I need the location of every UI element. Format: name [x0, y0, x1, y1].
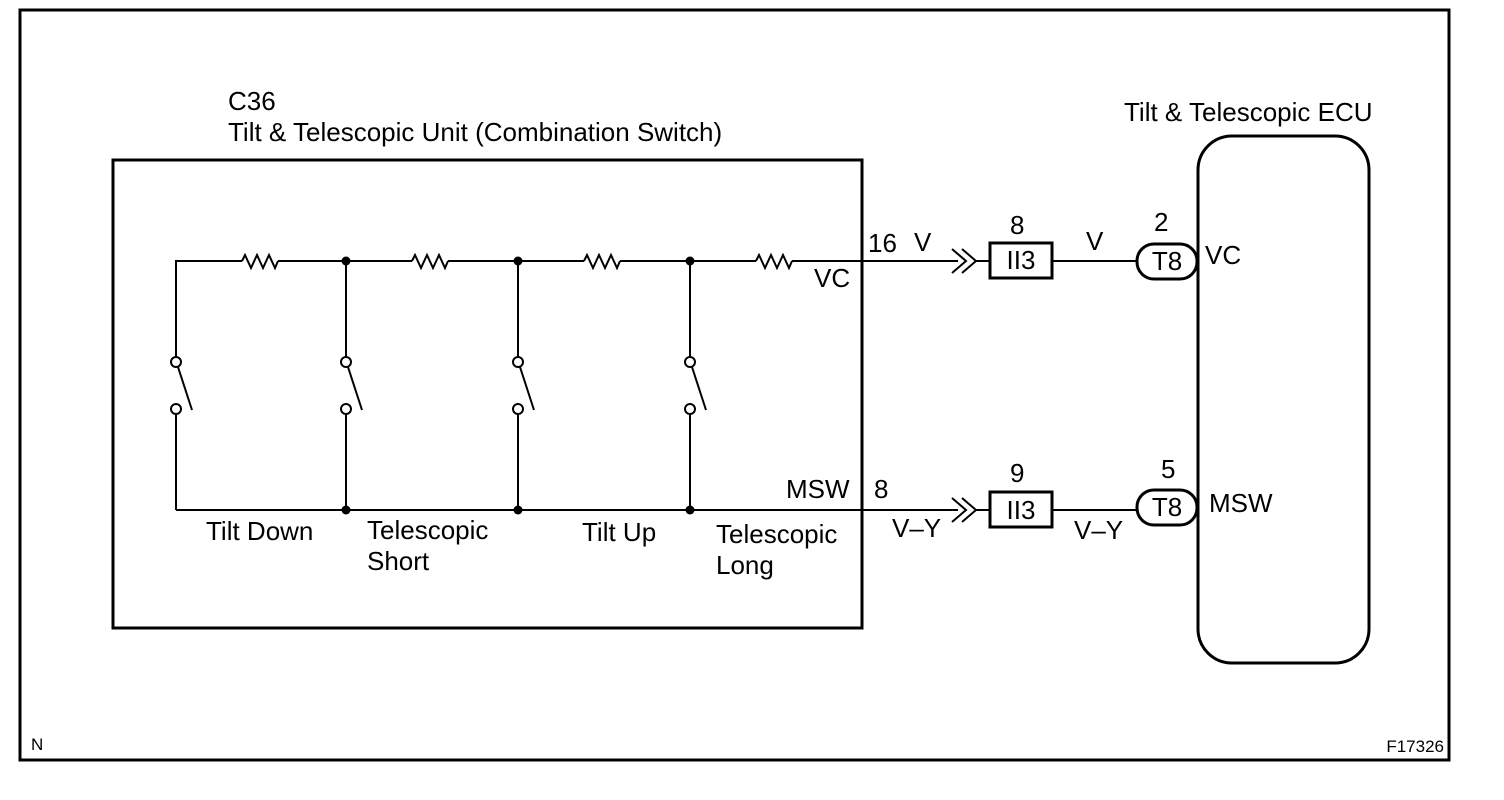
vc-junction-pin: 8	[1010, 210, 1024, 240]
unit-terminal-vc: VC	[814, 263, 850, 293]
label-telescopic-short-1: Telescopic	[367, 515, 488, 545]
msw-ecu-connector: T8	[1152, 492, 1182, 522]
junction-dot	[685, 505, 695, 515]
figure-id: F17326	[1386, 737, 1444, 756]
vc-connector-arrow	[951, 248, 990, 274]
ecu-box	[1196, 134, 1371, 665]
label-telescopic-short-2: Short	[367, 546, 430, 576]
msw-junction-pin: 9	[1010, 458, 1024, 488]
switch-tilt-up	[512, 261, 535, 510]
vc-junction-connector-box	[988, 241, 1054, 280]
vc-wire-color-right: V	[1086, 226, 1104, 256]
unit-terminal-msw: MSW	[786, 474, 850, 504]
vc-ecu-connector: T8	[1152, 246, 1182, 276]
msw-wire-color-right: V–Y	[1074, 515, 1123, 545]
switch-telescopic-long	[684, 261, 707, 510]
unit-box	[111, 158, 864, 630]
switch-tilt-down	[170, 356, 193, 510]
label-tilt-up: Tilt Up	[582, 517, 656, 547]
corner-mark: N	[31, 735, 43, 754]
label-tilt-down: Tilt Down	[206, 516, 313, 546]
unit-name: Tilt & Telescopic Unit (Combination Swit…	[228, 117, 722, 147]
junction-dot	[513, 505, 523, 515]
ecu-name: Tilt & Telescopic ECU	[1124, 97, 1373, 127]
ecu-terminal-msw: MSW	[1209, 488, 1273, 518]
msw-wire-color-left: V–Y	[892, 513, 941, 543]
unit-code: C36	[228, 86, 276, 116]
msw-ecu-pin: 5	[1161, 454, 1175, 484]
label-telescopic-long-1: Telescopic	[716, 519, 837, 549]
msw-unit-pin: 8	[874, 474, 888, 504]
vc-unit-pin: 16	[868, 228, 897, 258]
msw-junction-connector-box	[988, 490, 1054, 529]
ecu-terminal-vc: VC	[1205, 240, 1241, 270]
msw-junction-connector: II3	[1007, 495, 1036, 525]
vc-ecu-pin: 2	[1154, 207, 1168, 237]
vc-wire-color-left: V	[914, 227, 932, 257]
outer-frame	[18, 8, 1451, 762]
label-telescopic-long-2: Long	[716, 550, 774, 580]
msw-connector-arrow	[951, 497, 990, 523]
vc-junction-connector: II3	[1007, 245, 1036, 275]
junction-dot	[341, 505, 351, 515]
switch-telescopic-short	[340, 261, 363, 510]
